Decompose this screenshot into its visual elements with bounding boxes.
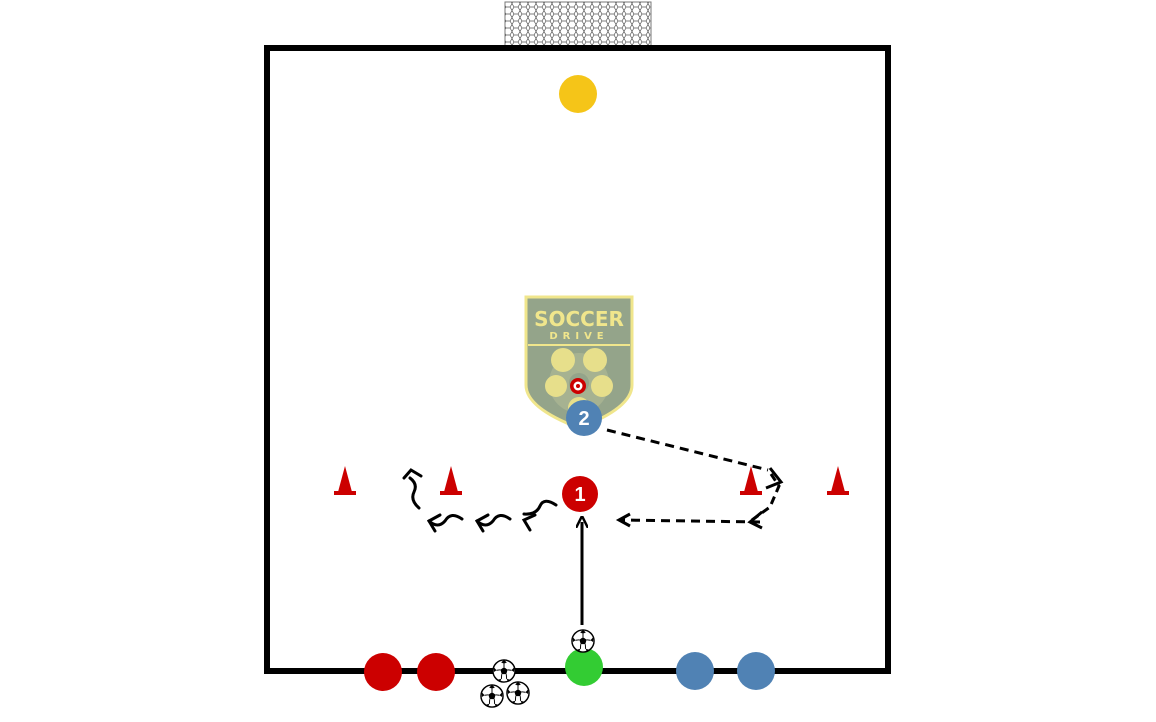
center-mark (570, 378, 586, 394)
goal-net (504, 1, 652, 47)
player-2: 2 (566, 400, 602, 436)
blue-queue-player (737, 652, 775, 690)
cone-icon (440, 466, 462, 495)
player-2-number: 2 (578, 408, 589, 430)
server-player (565, 648, 603, 686)
cone-icon (827, 466, 849, 495)
dribble-path-player-1 (402, 468, 558, 533)
goalkeeper (559, 75, 597, 113)
soccer-ball-icon (492, 659, 516, 683)
soccer-ball-icon (480, 684, 504, 708)
cone-icon (740, 466, 762, 495)
run-path-player-2 (606, 428, 784, 530)
player-1: 1 (562, 476, 598, 512)
red-queue-player (364, 653, 402, 691)
cone-icon (334, 466, 356, 495)
player-1-number: 1 (574, 484, 585, 506)
red-queue-player (417, 653, 455, 691)
blue-queue-player (676, 652, 714, 690)
soccer-ball-icon (571, 629, 595, 653)
crest-line1: SOCCER (534, 307, 624, 331)
crest-line2: DRIVE (549, 331, 608, 342)
soccer-ball-icon (506, 681, 530, 705)
